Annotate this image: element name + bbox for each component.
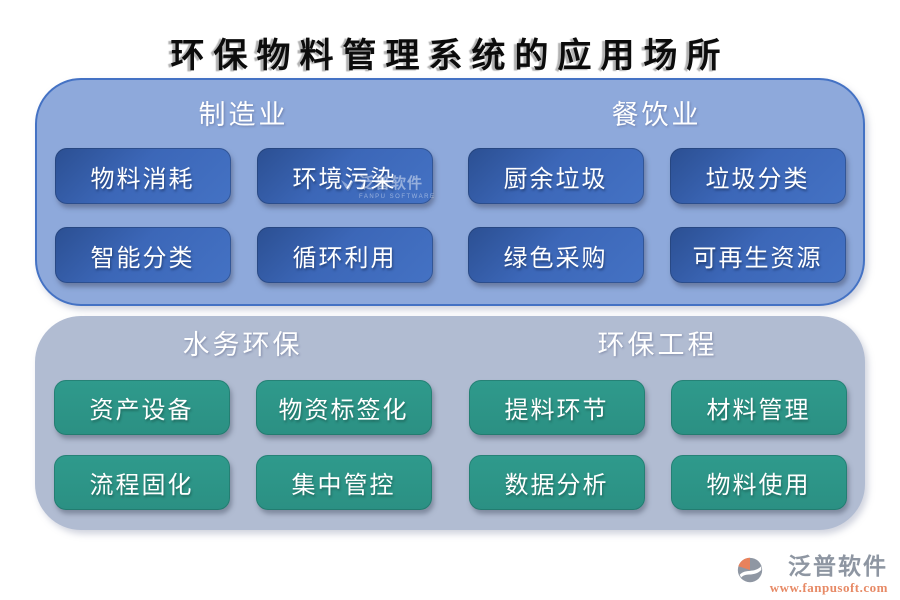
tag-kitchen-waste: 厨余垃圾 <box>467 148 644 204</box>
fanpu-logo-icon <box>737 557 762 583</box>
tag-garbage-sorting: 垃圾分类 <box>669 148 846 204</box>
section-environmental-engineering: 环保工程 提料环节 材料管理 数据分析 物料使用 <box>450 316 865 530</box>
tag-material-labeling: 物资标签化 <box>255 380 432 435</box>
tag-renewable-resources: 可再生资源 <box>669 227 846 283</box>
section-header-environmental-engineering: 环保工程 <box>597 330 718 360</box>
section-catering: 餐饮业 厨余垃圾 垃圾分类 绿色采购 可再生资源 <box>450 80 863 304</box>
tag-green-procurement: 绿色采购 <box>467 227 644 283</box>
button-grid-water-environment: 资产设备 物资标签化 流程固化 集中管控 <box>53 380 432 510</box>
tag-data-analysis: 数据分析 <box>468 455 645 510</box>
button-grid-catering: 厨余垃圾 垃圾分类 绿色采购 可再生资源 <box>467 148 846 283</box>
section-header-catering: 餐饮业 <box>611 100 702 130</box>
tag-smart-classification: 智能分类 <box>54 227 231 283</box>
vendor-website-url: www.fanpusoft.com <box>769 580 888 595</box>
vendor-logo: 泛普软件 www.fanpusoft.com <box>735 555 888 594</box>
tag-material-extraction: 提料环节 <box>468 380 645 435</box>
section-header-water-environment: 水务环保 <box>182 330 303 360</box>
section-water-environment: 水务环保 资产设备 物资标签化 流程固化 集中管控 <box>35 316 450 530</box>
tag-material-usage: 物料使用 <box>670 455 847 510</box>
page-title: 环保物料管理系统的应用场所 <box>170 38 730 75</box>
section-manufacturing: 制造业 物料消耗 环境污染 智能分类 循环利用 <box>37 80 450 304</box>
tag-asset-equipment: 资产设备 <box>53 380 230 435</box>
button-grid-manufacturing: 物料消耗 环境污染 智能分类 循环利用 <box>54 148 433 283</box>
panel-industries-gray: 水务环保 资产设备 物资标签化 流程固化 集中管控 环保工程 提料环节 材料管理… <box>35 316 865 530</box>
button-grid-environmental-engineering: 提料环节 材料管理 数据分析 物料使用 <box>468 380 847 510</box>
section-header-manufacturing: 制造业 <box>198 100 289 130</box>
panel-industries-blue: 制造业 物料消耗 环境污染 智能分类 循环利用 餐饮业 厨余垃圾 垃圾分类 绿色… <box>35 78 865 306</box>
vendor-brand-name: 泛普软件 <box>788 554 888 579</box>
tag-process-solidification: 流程固化 <box>53 455 230 510</box>
vendor-logo-text: 泛普软件 www.fanpusoft.com <box>770 555 888 594</box>
tag-material-management: 材料管理 <box>670 380 847 435</box>
tag-centralized-control: 集中管控 <box>255 455 432 510</box>
tag-material-consumption: 物料消耗 <box>54 148 231 204</box>
tag-environmental-pollution: 环境污染 <box>256 148 433 204</box>
tag-recycling-use: 循环利用 <box>256 227 433 283</box>
